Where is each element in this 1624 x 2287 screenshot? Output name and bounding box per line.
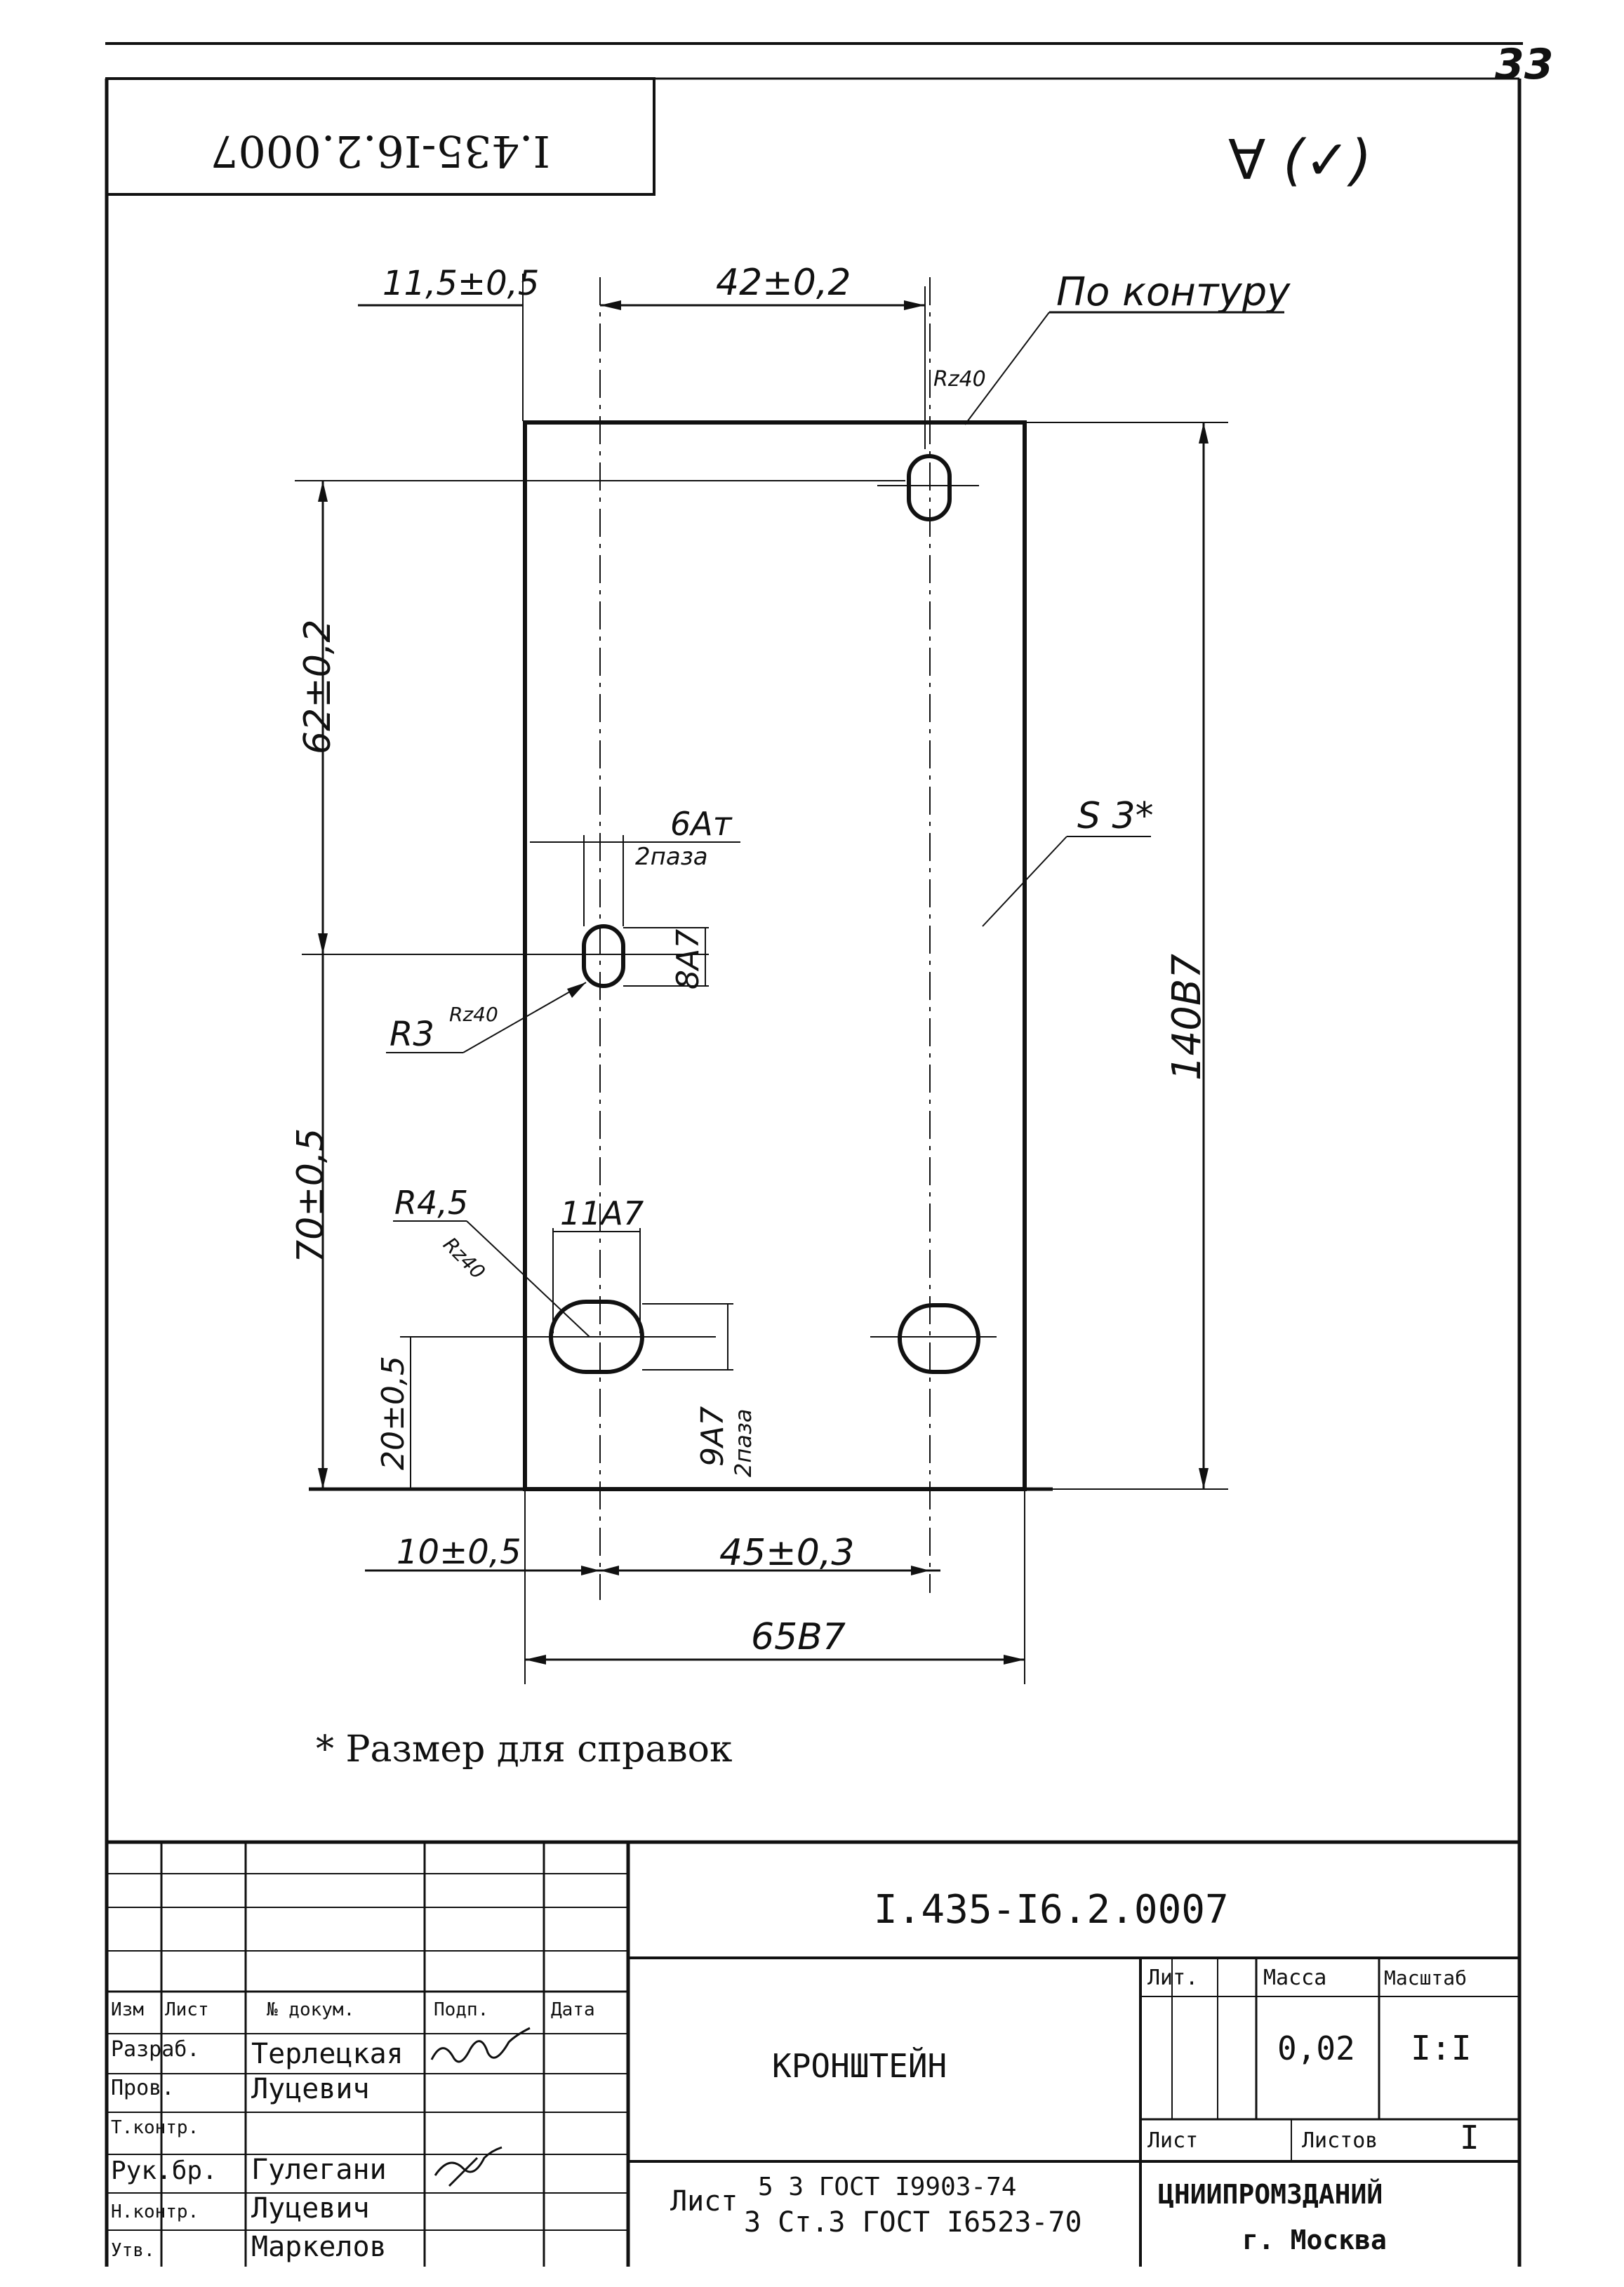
dim-8a: 8A7 [670,929,706,989]
slot-middle-left [582,924,625,988]
dim-11-5: 11,5±0,5 [382,264,539,303]
dim-s3: S 3* [1077,795,1154,837]
hdr-doc-no: № докум. [267,1999,354,2020]
role-utv: Утв. [111,2240,155,2261]
roughness-mark: ∀ (✓) [1228,129,1371,192]
title-doc-code: I.435-I6.2.0007 [874,1887,1229,1933]
label-sheets: Листов [1302,2128,1378,2153]
dim-65: 65B7 [751,1616,846,1658]
org-city: г. Москва [1242,2225,1387,2255]
dim-20: 20±0,5 [375,1356,411,1470]
dim-r3: R3 [390,1015,434,1054]
name-razrab: Терлецкая [251,2038,404,2070]
slot-top-right [907,454,952,521]
label-scale: Масштаб [1384,1966,1467,1989]
dim-9a: 9A7 [695,1406,731,1467]
title-block [107,1840,1519,2267]
rz40-r3: Rz40 [449,1003,498,1026]
material-prefix: Лист [670,2185,738,2218]
hdr-list: Лист [165,1999,209,2020]
sheets-count: I [1460,2119,1479,2156]
label-lit: Лит. [1147,1966,1198,1990]
dim-6a-sub: 2паза [635,843,708,871]
dim-9a-sub: 2паза [730,1408,757,1477]
hdr-izm: Изм [111,1999,144,2020]
reference-note: * Размер для справок [316,1728,732,1771]
name-rukbr: Гулегани [251,2154,387,2186]
name-nkontr: Луцевич [251,2192,370,2225]
dim-62: 62±0,2 [297,620,339,754]
part-name: КРОНШТЕЙН [772,2047,947,2085]
dim-42: 42±0,2 [716,262,851,304]
name-prov: Луцевич [251,2073,370,2105]
dim-6a: 6Aт [670,805,733,843]
scale-value: I:I [1411,2029,1472,2068]
role-tkontr: Т.контр. [111,2117,199,2138]
hdr-sign: Подп. [434,1999,488,2020]
page-number: 33 [1495,40,1554,89]
role-rukbr: Рук.бр. [111,2156,218,2185]
role-razrab: Разраб. [111,2037,199,2062]
dim-r45: R4,5 [394,1184,468,1222]
hdr-date: Дата [551,1999,595,2020]
dim-140: 140B7 [1164,954,1210,1081]
material-line2: 3 Ст.3 ГОСТ I6523-70 [744,2206,1082,2239]
org-name: ЦНИИПРОМЗДАНИЙ [1158,2179,1383,2210]
code-stamp: I.435-I6.2.0007 [105,77,655,196]
contour-note: По контуру [1056,269,1291,315]
rz40-r45: Rz40 [439,1233,490,1284]
rz40-top: Rz40 [933,367,986,392]
dim-70: 70±0,5 [290,1128,332,1263]
role-prov: Пров. [111,2076,174,2100]
slot-bottom-right [898,1303,980,1374]
dim-10: 10±0,5 [397,1533,521,1572]
name-utv: Маркелов [251,2231,387,2263]
dim-45: 45±0,3 [719,1532,854,1574]
material-line1: 5 3 ГОСТ I9903-74 [758,2173,1016,2201]
role-nkontr: Н.контр. [111,2201,199,2222]
label-sheet: Лист [1147,2128,1198,2153]
mass-value: 0,02 [1277,2029,1355,2067]
label-mass: Масса [1263,1966,1326,1990]
code-stamp-text: I.435-I6.2.0007 [211,126,550,177]
signature-rukbr [434,2146,502,2187]
dim-11a: 11A7 [560,1194,644,1232]
signature-razrab [430,2027,531,2063]
